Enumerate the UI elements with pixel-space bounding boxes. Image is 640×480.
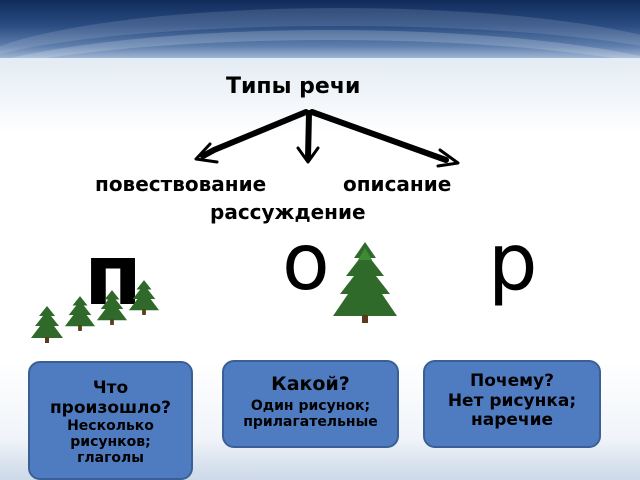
arrowhead-right [436,148,460,168]
header-wave [0,30,640,58]
card-line: Что [92,378,129,398]
card-line: Нет рисунка; [447,390,577,411]
type-description: описание [343,172,452,196]
fir-tree-icon [333,242,397,323]
letter-o: о [282,218,330,308]
arrow-middle-line [305,110,312,161]
card-line: наречие [470,410,554,431]
diagram-title: Типы речи [226,74,361,99]
fir-tree-icon [96,290,128,325]
arrow-left-line [200,109,309,159]
card-line: Почему? [470,371,554,391]
arrow-right-line [309,109,449,163]
card-line: рисунков; [70,434,151,451]
card-line: прилагательные [243,413,378,430]
description-card: Какой? Один рисунок; прилагательные [222,360,399,448]
type-narration: повествование [95,172,267,196]
card-line: произошло? [49,397,172,418]
card-line: Какой? [271,373,350,395]
type-reasoning: рассуждение [210,200,366,224]
reasoning-card: Почему? Нет рисунка; наречие [423,360,601,448]
fir-tree-icon [31,306,63,343]
card-line: Несколько [67,418,154,435]
narration-card: Что произошло? Несколько рисунков; глаго… [28,361,193,480]
card-line: Один рисунок; [250,397,371,414]
fir-tree-icon [128,280,160,315]
fir-tree-icon [64,296,96,331]
arrowhead-left [194,142,219,164]
card-line: глаголы [77,450,144,467]
arrowhead-middle [296,146,320,164]
header-band [0,0,640,58]
letter-r: р [488,218,538,308]
